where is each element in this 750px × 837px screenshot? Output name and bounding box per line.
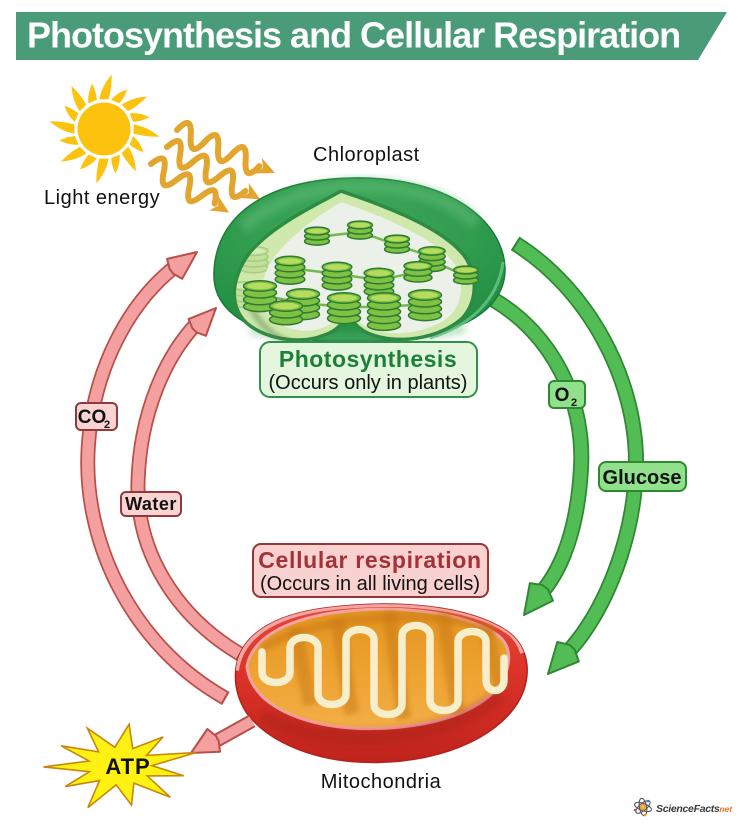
svg-text:ATP: ATP: [105, 754, 150, 779]
svg-text:(Occurs only in plants): (Occurs only in plants): [269, 372, 468, 394]
svg-text:2: 2: [571, 397, 577, 409]
svg-text:O: O: [555, 385, 570, 406]
svg-text:Mitochondria: Mitochondria: [321, 771, 442, 793]
svg-text:CO: CO: [78, 407, 107, 428]
svg-text:2: 2: [104, 419, 110, 431]
svg-text:Glucose: Glucose: [603, 467, 682, 489]
svg-text:Cellular respiration: Cellular respiration: [258, 547, 482, 573]
svg-text:Photosynthesis: Photosynthesis: [279, 346, 457, 372]
svg-text:Photosynthesis and Cellular Re: Photosynthesis and Cellular Respiration: [27, 15, 680, 56]
svg-text:ScienceFacts: ScienceFacts: [656, 803, 720, 815]
svg-text:Chloroplast: Chloroplast: [313, 144, 420, 166]
svg-text:(Occurs in all living cells): (Occurs in all living cells): [260, 573, 480, 595]
svg-text:Water: Water: [125, 494, 177, 514]
svg-text:Light energy: Light energy: [44, 187, 160, 209]
svg-text:.net: .net: [717, 804, 733, 814]
